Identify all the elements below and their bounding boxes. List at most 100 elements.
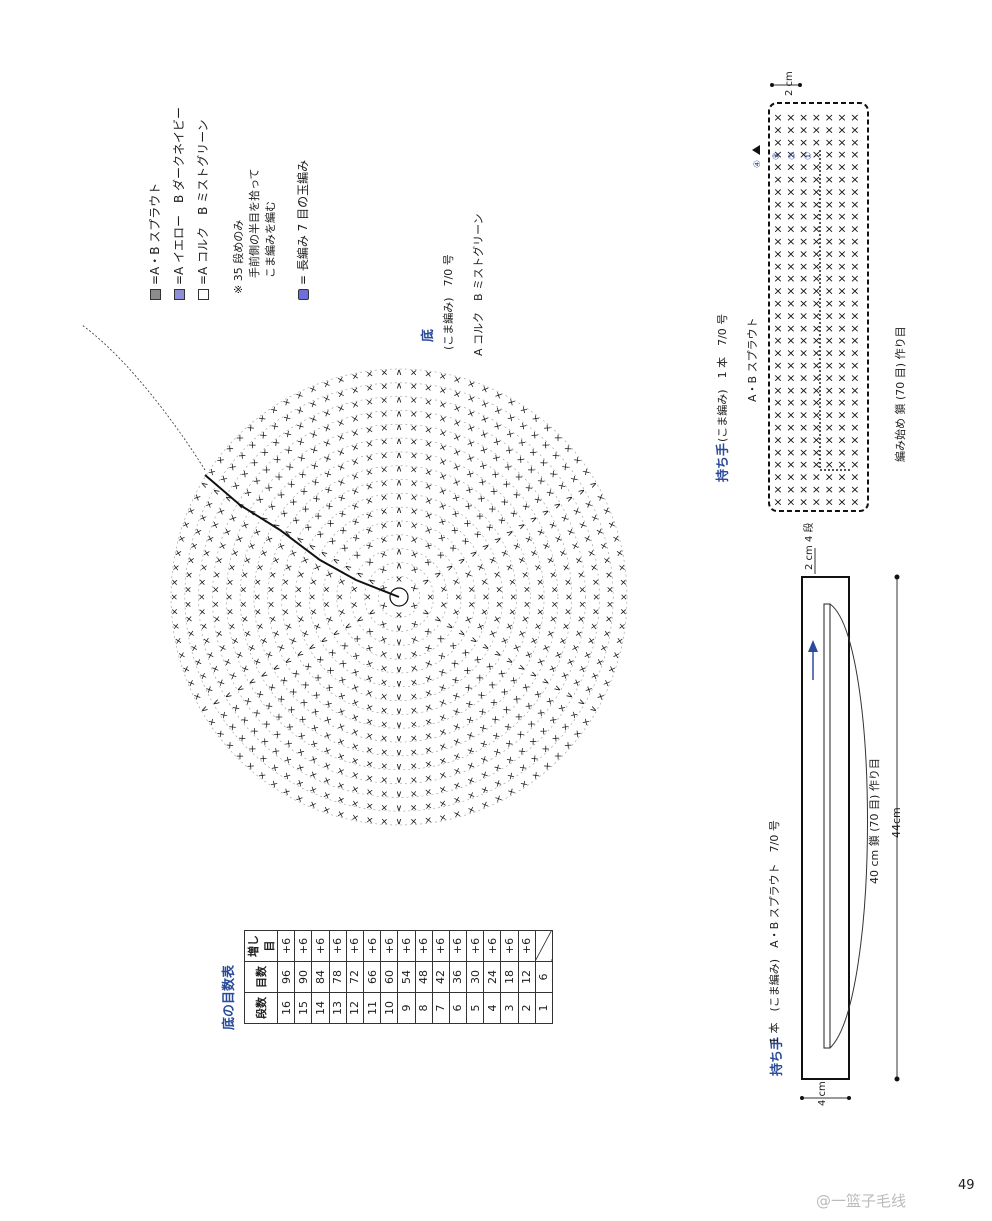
table-cell: 15: [294, 992, 312, 1024]
stitch-mark: ×: [558, 513, 570, 524]
table-header-2: 増し目: [244, 930, 278, 962]
handle-stitch-mark: ×: [812, 483, 821, 496]
stitch-mark: ×: [409, 521, 418, 532]
stitch-mark: ×: [437, 711, 448, 723]
stitch-mark: ×: [409, 633, 420, 645]
handle-chart-dim-top: 2 cm: [784, 71, 795, 96]
handle-stitch-mark: ×: [786, 409, 795, 422]
stitch-mark: ×: [225, 608, 236, 616]
stitch-mark: ×: [336, 492, 348, 504]
stitch-mark: ×: [600, 677, 612, 688]
table-cell: +6: [346, 930, 364, 962]
handle-stitch-mark: ×: [837, 247, 846, 260]
stitch-mark: ×: [308, 768, 319, 780]
handle-stitch-mark: ×: [812, 347, 821, 360]
stitch-mark: ×: [424, 814, 433, 825]
stitch-mark: ×: [218, 643, 230, 653]
stitch-mark: ×: [202, 549, 213, 559]
handle-stitch-mark: ×: [786, 285, 795, 298]
stitch-mark: ×: [590, 608, 601, 616]
stitch-mark: ×: [498, 635, 510, 646]
stitch-mark: ∧: [283, 655, 295, 666]
handle-stitch-mark: ×: [837, 384, 846, 397]
stitch-mark: ×: [199, 563, 210, 572]
handle-stitch-mark: ×: [773, 359, 782, 372]
stitch-mark: ∧: [479, 642, 491, 653]
handle-stitch-mark: ×: [773, 384, 782, 397]
stitch-mark: ×: [575, 615, 586, 624]
stitch-mark: ×: [601, 629, 612, 638]
handle-stitch-mark: ×: [850, 359, 859, 372]
ring-guide: [225, 423, 573, 771]
stitch-mark: ×: [521, 586, 531, 594]
stitch-mark: ×: [230, 480, 243, 492]
stitch-mark: ×: [464, 453, 475, 465]
handle-stitch-mark: ×: [786, 111, 795, 124]
stitch-mark: ×: [308, 429, 319, 441]
stitch-mark: ×: [279, 674, 292, 686]
handle-chart-frame: [768, 102, 869, 512]
stitch-mark: ×: [410, 788, 418, 799]
stitch-mark: ×: [184, 600, 194, 608]
stitch-mark: ×: [186, 629, 197, 638]
stitch-mark: ×: [424, 758, 433, 769]
stitch-mark: ∧: [491, 535, 503, 546]
stitch-mark: ×: [476, 705, 488, 718]
stitch-mark: ×: [218, 709, 231, 721]
legend-note-line1: ※ 35 段めのみ: [232, 219, 245, 294]
stitch-mark: ×: [170, 608, 180, 616]
stitch-mark: ×: [350, 665, 362, 677]
stitch-mark: ×: [312, 562, 324, 573]
stitch-mark: ×: [380, 746, 388, 757]
stitch-mark: ×: [380, 493, 389, 504]
stitch-mark: ×: [295, 421, 307, 433]
stitch-mark: ×: [452, 403, 462, 415]
handle-stitch-mark: ×: [812, 136, 821, 149]
table-cell: 48: [415, 961, 433, 993]
stitch-mark: ×: [211, 600, 221, 608]
stitch-mark: ×: [409, 676, 418, 687]
stitch-mark: ×: [492, 776, 503, 788]
stitch-mark: ×: [294, 600, 305, 608]
stitch-mark: ×: [450, 607, 462, 617]
stitch-mark: ×: [521, 600, 531, 608]
stitch-mark: ×: [531, 563, 542, 572]
legend-text-1: =A・B スプラウト: [148, 182, 162, 285]
stitch-mark: ×: [517, 761, 529, 774]
stitch-mark: ×: [452, 375, 462, 387]
legend-text-3: =A コルク B ミストグリーン: [196, 119, 210, 285]
handle-stitch-mark: ×: [812, 433, 821, 446]
handle-stitch-mark: ×: [773, 285, 782, 298]
handle-stitch-mark: ×: [799, 297, 808, 310]
handle-chart-title: 持ち手: [716, 442, 731, 482]
stitch-mark: ×: [438, 769, 448, 781]
stitch-mark: ×: [247, 642, 259, 652]
stitch-mark: ×: [192, 492, 204, 503]
handle-stitch-mark: ×: [799, 334, 808, 347]
stitch-mark: ∧: [479, 542, 491, 553]
handle-stitch-mark: ×: [799, 409, 808, 422]
handle-stitch-mark: ×: [825, 409, 834, 422]
stitch-mark: ×: [350, 769, 360, 781]
stitch-mark: ×: [424, 715, 434, 726]
stitch-mark: ×: [423, 672, 434, 684]
stitch-mark: ×: [379, 648, 389, 660]
stitch-mark: ×: [216, 677, 228, 688]
stitch-mark: ×: [618, 593, 628, 601]
stitch-mark: ×: [424, 439, 433, 450]
handle-stitch-mark: ×: [786, 334, 795, 347]
handle-stitch-mark: ×: [786, 297, 795, 310]
stitch-mark: ×: [409, 549, 420, 561]
handle-stitch-mark: ×: [825, 297, 834, 310]
stitch-mark: ∧: [396, 650, 403, 660]
handle-stitch-mark: ×: [812, 446, 821, 459]
stitch-mark: ×: [363, 593, 373, 601]
stitch-mark: ×: [312, 621, 324, 632]
stitch-mark: ×: [604, 600, 614, 608]
handle-stitch-mark: ×: [786, 483, 795, 496]
stitch-mark: ×: [498, 548, 510, 559]
